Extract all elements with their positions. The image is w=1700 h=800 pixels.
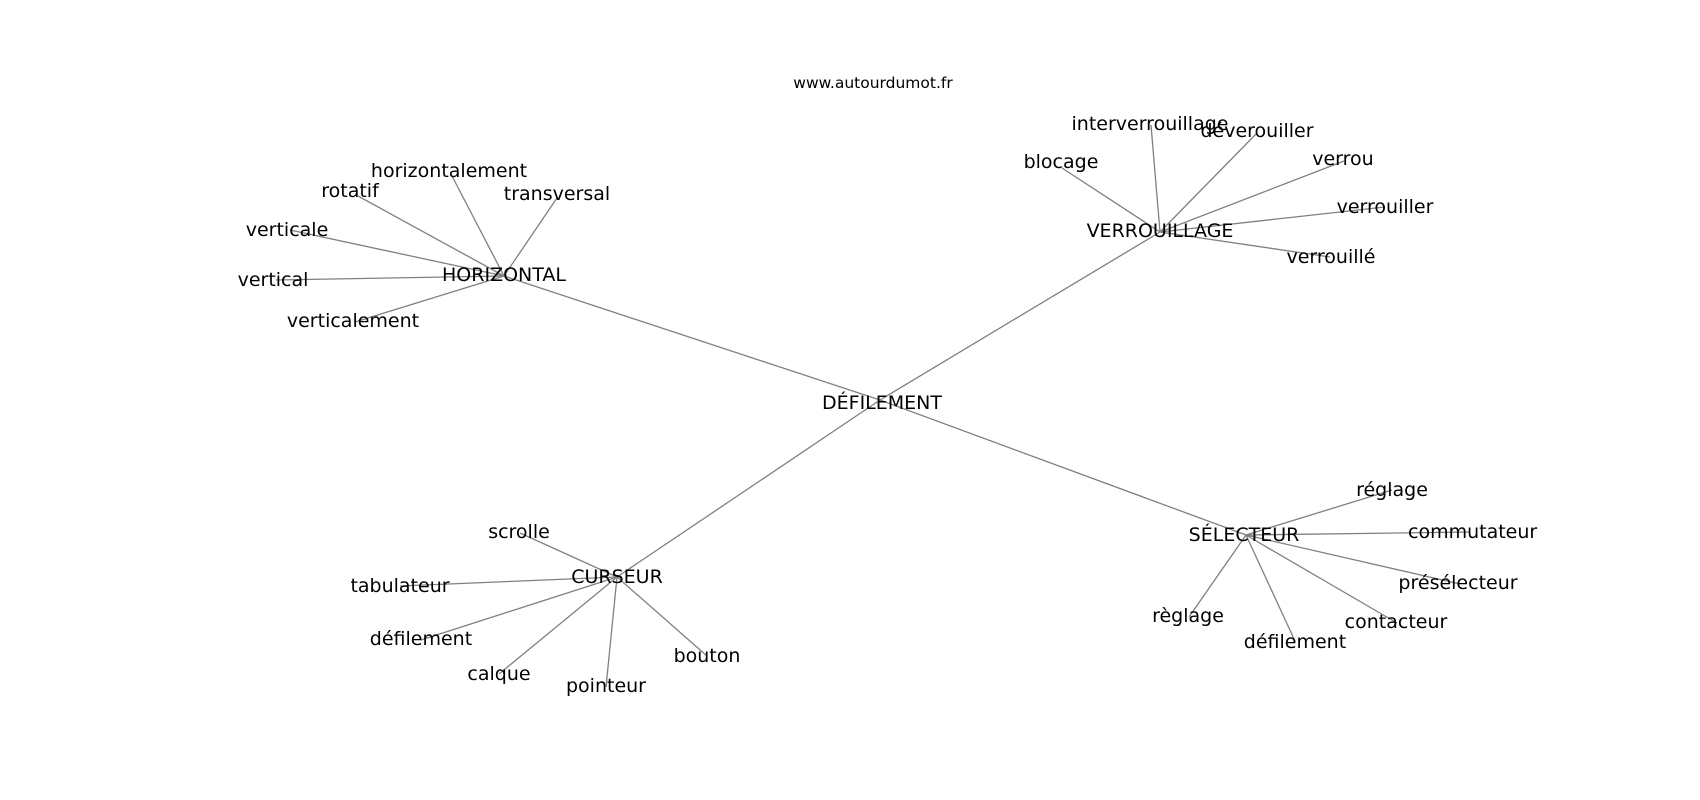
word-rotatif: rotatif (321, 180, 380, 202)
word-defilement-curseur: défilement (370, 628, 472, 650)
edge-center-horizontal (503, 275, 881, 401)
edge-selecteur-preselecteur (1245, 534, 1461, 585)
word-horizontalement: horizontalement (371, 160, 527, 182)
word-transversal: transversal (504, 183, 610, 205)
edge-selecteur-reglage-2 (1188, 534, 1247, 618)
source-url: www.autourdumot.fr (793, 74, 953, 92)
edge-center-selecteur (879, 399, 1247, 536)
edge-curseur-calque (498, 576, 618, 675)
word-verrouille: verrouillé (1287, 246, 1376, 268)
edge-horizontal-vertical (275, 275, 505, 281)
word-pointeur: pointeur (566, 675, 646, 697)
verrouillage-edges (1061, 124, 1386, 258)
word-bouton: bouton (674, 645, 741, 667)
word-calque: calque (467, 663, 530, 685)
selecteur-edges (1188, 489, 1471, 642)
word-tabulateur: tabulateur (350, 575, 449, 597)
edge-curseur-bouton (616, 576, 708, 657)
word-vertical: vertical (238, 269, 309, 291)
word-commutateur: commutateur (1408, 521, 1537, 543)
edge-horizontal-transversal (503, 197, 558, 277)
word-blocage: blocage (1024, 151, 1099, 173)
edge-center-curseur (616, 399, 881, 578)
word-contacteur: contacteur (1345, 611, 1448, 633)
edge-horizontal-horizontalement (451, 175, 505, 277)
word-verticale: verticale (246, 219, 329, 241)
edge-curseur-defilement (420, 576, 618, 641)
horizontal-edges (275, 175, 558, 323)
word-verrouiller: verrouiller (1337, 196, 1434, 218)
edge-center-verrouillage (879, 231, 1161, 401)
word-preselecteur: présélecteur (1398, 572, 1517, 594)
curseur-edges (399, 532, 708, 688)
edge-verrouillage-verrouiller (1159, 206, 1386, 233)
hub-label-horizontal: HORIZONTAL (442, 264, 566, 286)
edge-selecteur-defilement (1245, 534, 1296, 642)
edge-verrouillage-interverrouillage (1150, 124, 1161, 233)
word-reglage: réglage (1356, 479, 1428, 501)
edge-verrouillage-verrou (1159, 160, 1345, 233)
word-verticalement: verticalement (287, 310, 419, 332)
hub-label-verrouillage: VERROUILLAGE (1087, 220, 1234, 242)
center-edges (503, 231, 1247, 578)
edge-horizontal-rotatif (357, 195, 505, 277)
hub-label-curseur: CURSEUR (571, 566, 663, 588)
edge-verrouillage-deverouiller (1159, 132, 1258, 233)
horizontal-cluster: HORIZONTAL horizontalement rotatif trans… (238, 160, 611, 332)
edge-curseur-pointeur (605, 576, 618, 688)
hub-label-selecteur: SÉLECTEUR (1189, 523, 1300, 546)
edge-selecteur-commutateur (1245, 531, 1471, 536)
word-verrou: verrou (1312, 148, 1373, 170)
word-reglage-2: règlage (1152, 605, 1224, 627)
curseur-cluster: CURSEUR scrolle tabulateur défilement ca… (350, 521, 740, 697)
edge-horizontal-verticale (289, 229, 505, 277)
selecteur-cluster: SÉLECTEUR réglage commutateur présélecte… (1152, 479, 1537, 653)
word-defilement-selecteur: défilement (1244, 631, 1346, 653)
verrouillage-cluster: VERROUILLAGE interverrouillage déverouil… (1024, 113, 1434, 268)
edge-selecteur-contacteur (1245, 534, 1398, 624)
edge-verrouillage-verrouille (1159, 231, 1331, 258)
edge-curseur-tabulateur (399, 576, 618, 587)
word-deverouiller: déverouiller (1200, 120, 1313, 142)
center-node-label: DÉFILEMENT (822, 391, 942, 414)
edge-curseur-scrolle (519, 532, 618, 578)
edge-horizontal-verticalement (354, 275, 505, 323)
edge-selecteur-reglage (1245, 489, 1393, 536)
word-interverrouillage: interverrouillage (1072, 113, 1229, 135)
word-scrolle: scrolle (488, 521, 550, 543)
edge-verrouillage-blocage (1061, 167, 1161, 233)
